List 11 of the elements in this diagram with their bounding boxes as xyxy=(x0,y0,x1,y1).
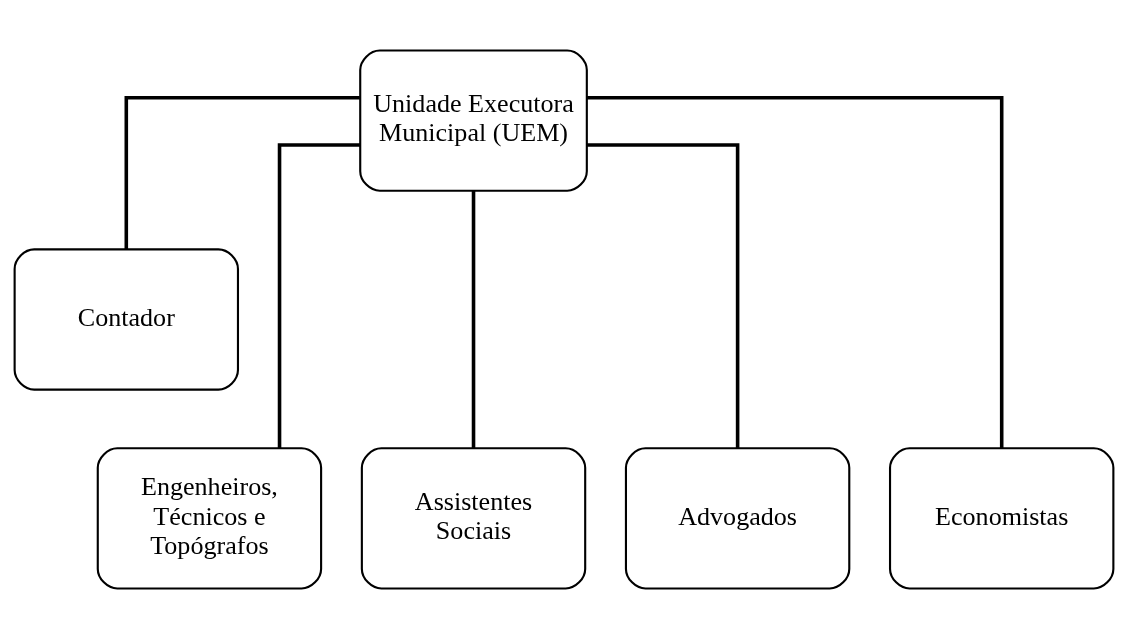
node-box: Advogados xyxy=(624,447,851,590)
connector xyxy=(277,143,361,449)
connector xyxy=(124,96,360,250)
node-box: Engenheiros, Técnicos e Topógrafos xyxy=(96,447,323,590)
connector xyxy=(587,143,740,449)
connector xyxy=(471,190,476,449)
connector xyxy=(586,96,1004,448)
node-box: Unidade Executora Municipal (UEM) xyxy=(359,49,588,192)
node-box: Assistentes Sociais xyxy=(360,447,587,590)
node-box: Contador xyxy=(13,248,239,391)
node-box: Economistas xyxy=(889,447,1115,590)
